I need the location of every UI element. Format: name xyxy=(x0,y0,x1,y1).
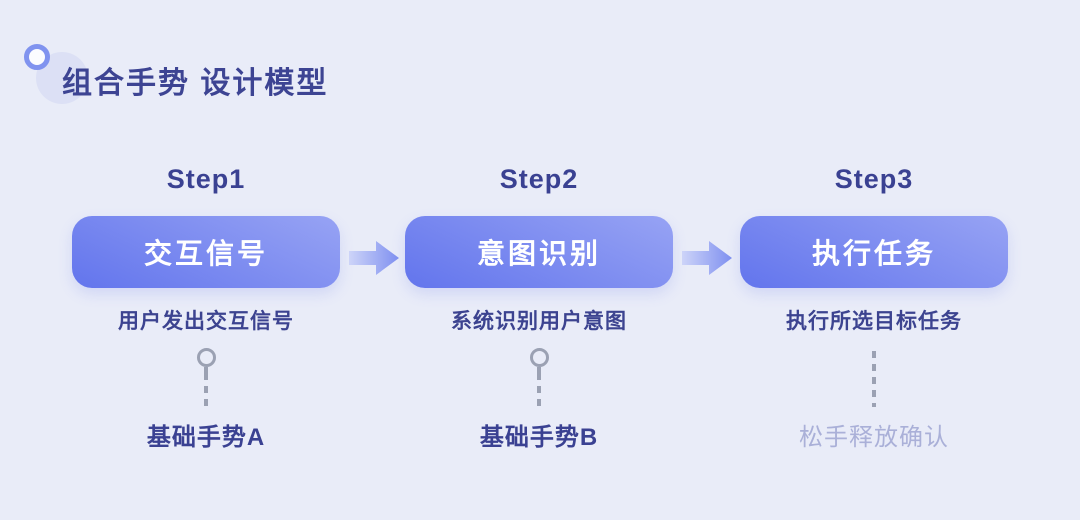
step3-description: 执行所选目标任务 xyxy=(786,310,962,333)
step3-connector xyxy=(872,348,876,410)
step2-note: 基础手势B xyxy=(479,424,599,451)
step3-pill: 执行任务 xyxy=(740,216,1008,288)
step-column-2: Step2 意图识别 系统识别用户意图 基础手势B xyxy=(405,162,673,454)
step1-pill-text: 交互信号 xyxy=(143,238,268,269)
step2-pill: 意图识别 xyxy=(405,216,673,288)
step1-pill: 交互信号 xyxy=(72,216,340,288)
step3-pill-text: 执行任务 xyxy=(811,238,936,269)
step1-label: Step1 xyxy=(166,164,246,194)
step-column-3: Step3 执行任务 执行所选目标任务 松手释放确认 xyxy=(740,162,1008,454)
dashed-line xyxy=(537,373,541,410)
connector-stem xyxy=(537,367,541,373)
step2-label: Step2 xyxy=(499,164,579,194)
step2-pill-text: 意图识别 xyxy=(476,238,601,269)
step1-connector xyxy=(196,348,216,410)
step3-note: 松手释放确认 xyxy=(799,424,949,451)
step2-connector xyxy=(529,348,549,410)
dashed-line xyxy=(204,373,208,410)
page-title: 组合手势 设计模型 xyxy=(62,67,329,100)
page-header: 组合手势 设计模型 xyxy=(0,0,1080,120)
connector-ring-icon xyxy=(196,348,216,367)
step1-note: 基础手势A xyxy=(146,424,266,451)
step2-description: 系统识别用户意图 xyxy=(451,310,627,333)
step3-label: Step3 xyxy=(834,164,914,194)
step1-description: 用户发出交互信号 xyxy=(118,310,294,333)
connector-stem xyxy=(204,367,208,373)
connector-ring-icon xyxy=(529,348,549,367)
dashed-line xyxy=(872,351,876,407)
arrow-right-icon xyxy=(349,241,399,275)
step-column-1: Step1 交互信号 用户发出交互信号 基础手势A xyxy=(72,162,340,454)
arrow-right-icon xyxy=(682,241,732,275)
title-ring-icon xyxy=(24,44,50,70)
